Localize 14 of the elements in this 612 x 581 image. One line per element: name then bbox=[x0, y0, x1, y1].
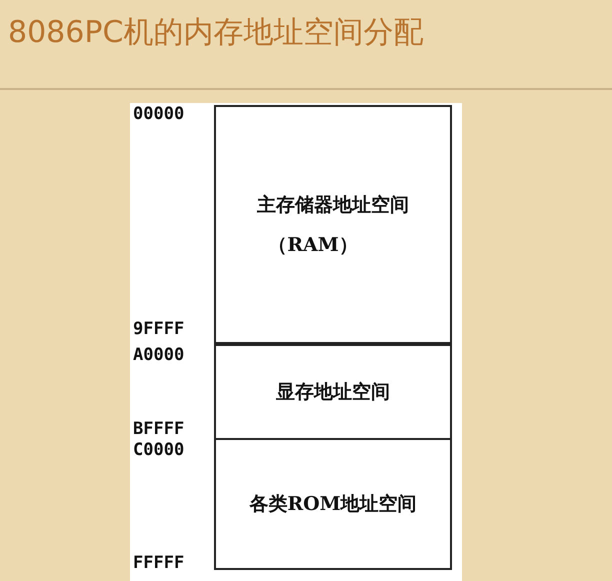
address-label: BFFFF bbox=[133, 420, 184, 438]
region-type: （RAM） bbox=[268, 232, 358, 258]
region-name: 主存储器地址空间 bbox=[257, 192, 409, 218]
memory-region-box bbox=[214, 438, 452, 570]
memory-region-box bbox=[214, 105, 452, 344]
address-label: A0000 bbox=[133, 346, 184, 364]
page-title: 8086PC机的内存地址空间分配 bbox=[8, 14, 424, 52]
address-label: 9FFFF bbox=[133, 320, 184, 338]
region-name: 显存地址空间 bbox=[276, 380, 390, 405]
address-label: 00000 bbox=[133, 105, 184, 123]
memory-region-box bbox=[214, 344, 452, 440]
address-label: FFFFF bbox=[133, 554, 184, 572]
address-label: C0000 bbox=[133, 441, 184, 459]
region-name: 各类ROM地址空间 bbox=[249, 492, 417, 517]
